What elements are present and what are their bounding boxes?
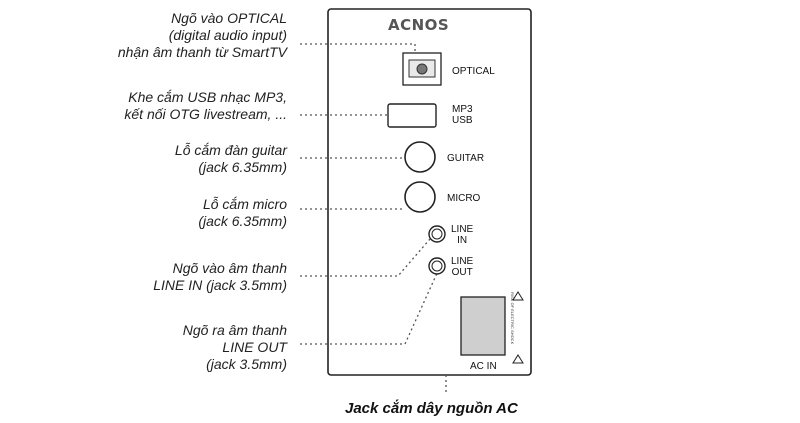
annotation-line: (jack 6.35mm): [198, 159, 287, 175]
warning-triangles-icon: [512, 291, 524, 364]
annotation-optical: Ngõ vào OPTICAL (digital audio input) nh…: [118, 10, 287, 61]
annotation-line: Khe cắm USB nhạc MP3,: [128, 89, 287, 105]
label-line-out: LINE OUT: [451, 256, 473, 278]
label-line-in-line: IN: [457, 235, 468, 246]
label-line-out-line: OUT: [451, 267, 473, 278]
annotation-usb: Khe cắm USB nhạc MP3, kết nối OTG livest…: [124, 89, 287, 123]
label-usb-line: USB: [452, 115, 473, 126]
annotation-lineout: Ngõ ra âm thanh LINE OUT (jack 3.5mm): [183, 322, 287, 373]
label-line-in: LINE IN: [451, 224, 473, 246]
leader-linein: [300, 238, 431, 277]
label-guitar: GUITAR: [447, 153, 485, 164]
annotation-line: Ngõ vào OPTICAL: [171, 10, 287, 26]
annotation-line: (digital audio input): [168, 27, 287, 43]
guitar-jack: [404, 141, 436, 173]
annotation-line: LINE OUT: [222, 339, 287, 355]
label-optical: OPTICAL: [452, 66, 495, 77]
optical-port: [402, 52, 442, 86]
annotation-line: Ngõ ra âm thanh: [182, 322, 287, 338]
annotation-line: (jack 3.5mm): [206, 356, 287, 372]
label-usb-line: MP3: [452, 104, 473, 115]
ac-in-socket: [460, 296, 506, 356]
line-out-jack: [428, 257, 446, 275]
annotation-linein: Ngõ vào âm thanh LINE IN (jack 3.5mm): [153, 260, 287, 294]
brand-logo: ACNOS: [388, 16, 450, 34]
leader-lines: [300, 43, 447, 393]
leader-optical: [300, 43, 416, 55]
annotation-micro: Lỗ cắm micro (jack 6.35mm): [198, 196, 287, 230]
warning-text: RISK OF ELECTRIC SHOCK: [510, 292, 515, 345]
annotation-line: Lỗ cắm micro: [202, 196, 287, 212]
label-line-in-line: LINE: [451, 224, 474, 235]
annotation-line: kết nối OTG livestream, ...: [124, 106, 287, 122]
label-line-out-line: LINE: [451, 256, 474, 267]
usb-slot: [387, 103, 437, 128]
label-micro: MICRO: [447, 193, 481, 204]
annotation-line: LINE IN (jack 3.5mm): [153, 277, 287, 293]
label-usb: MP3 USB: [452, 104, 473, 126]
annotation-line: (jack 6.35mm): [198, 213, 287, 229]
annotation-line: Ngõ vào âm thanh: [172, 260, 287, 276]
micro-jack: [404, 181, 436, 213]
leader-lineout: [300, 270, 439, 345]
line-in-jack: [428, 225, 446, 243]
label-ac-in: AC IN: [470, 361, 497, 372]
caption-ac-jack: Jack cắm dây nguồn AC: [345, 400, 518, 417]
annotation-guitar: Lỗ cắm đàn guitar (jack 6.35mm): [175, 142, 287, 176]
annotation-line: nhận âm thanh từ SmartTV: [117, 44, 287, 60]
annotation-line: Lỗ cắm đàn guitar: [174, 142, 287, 158]
